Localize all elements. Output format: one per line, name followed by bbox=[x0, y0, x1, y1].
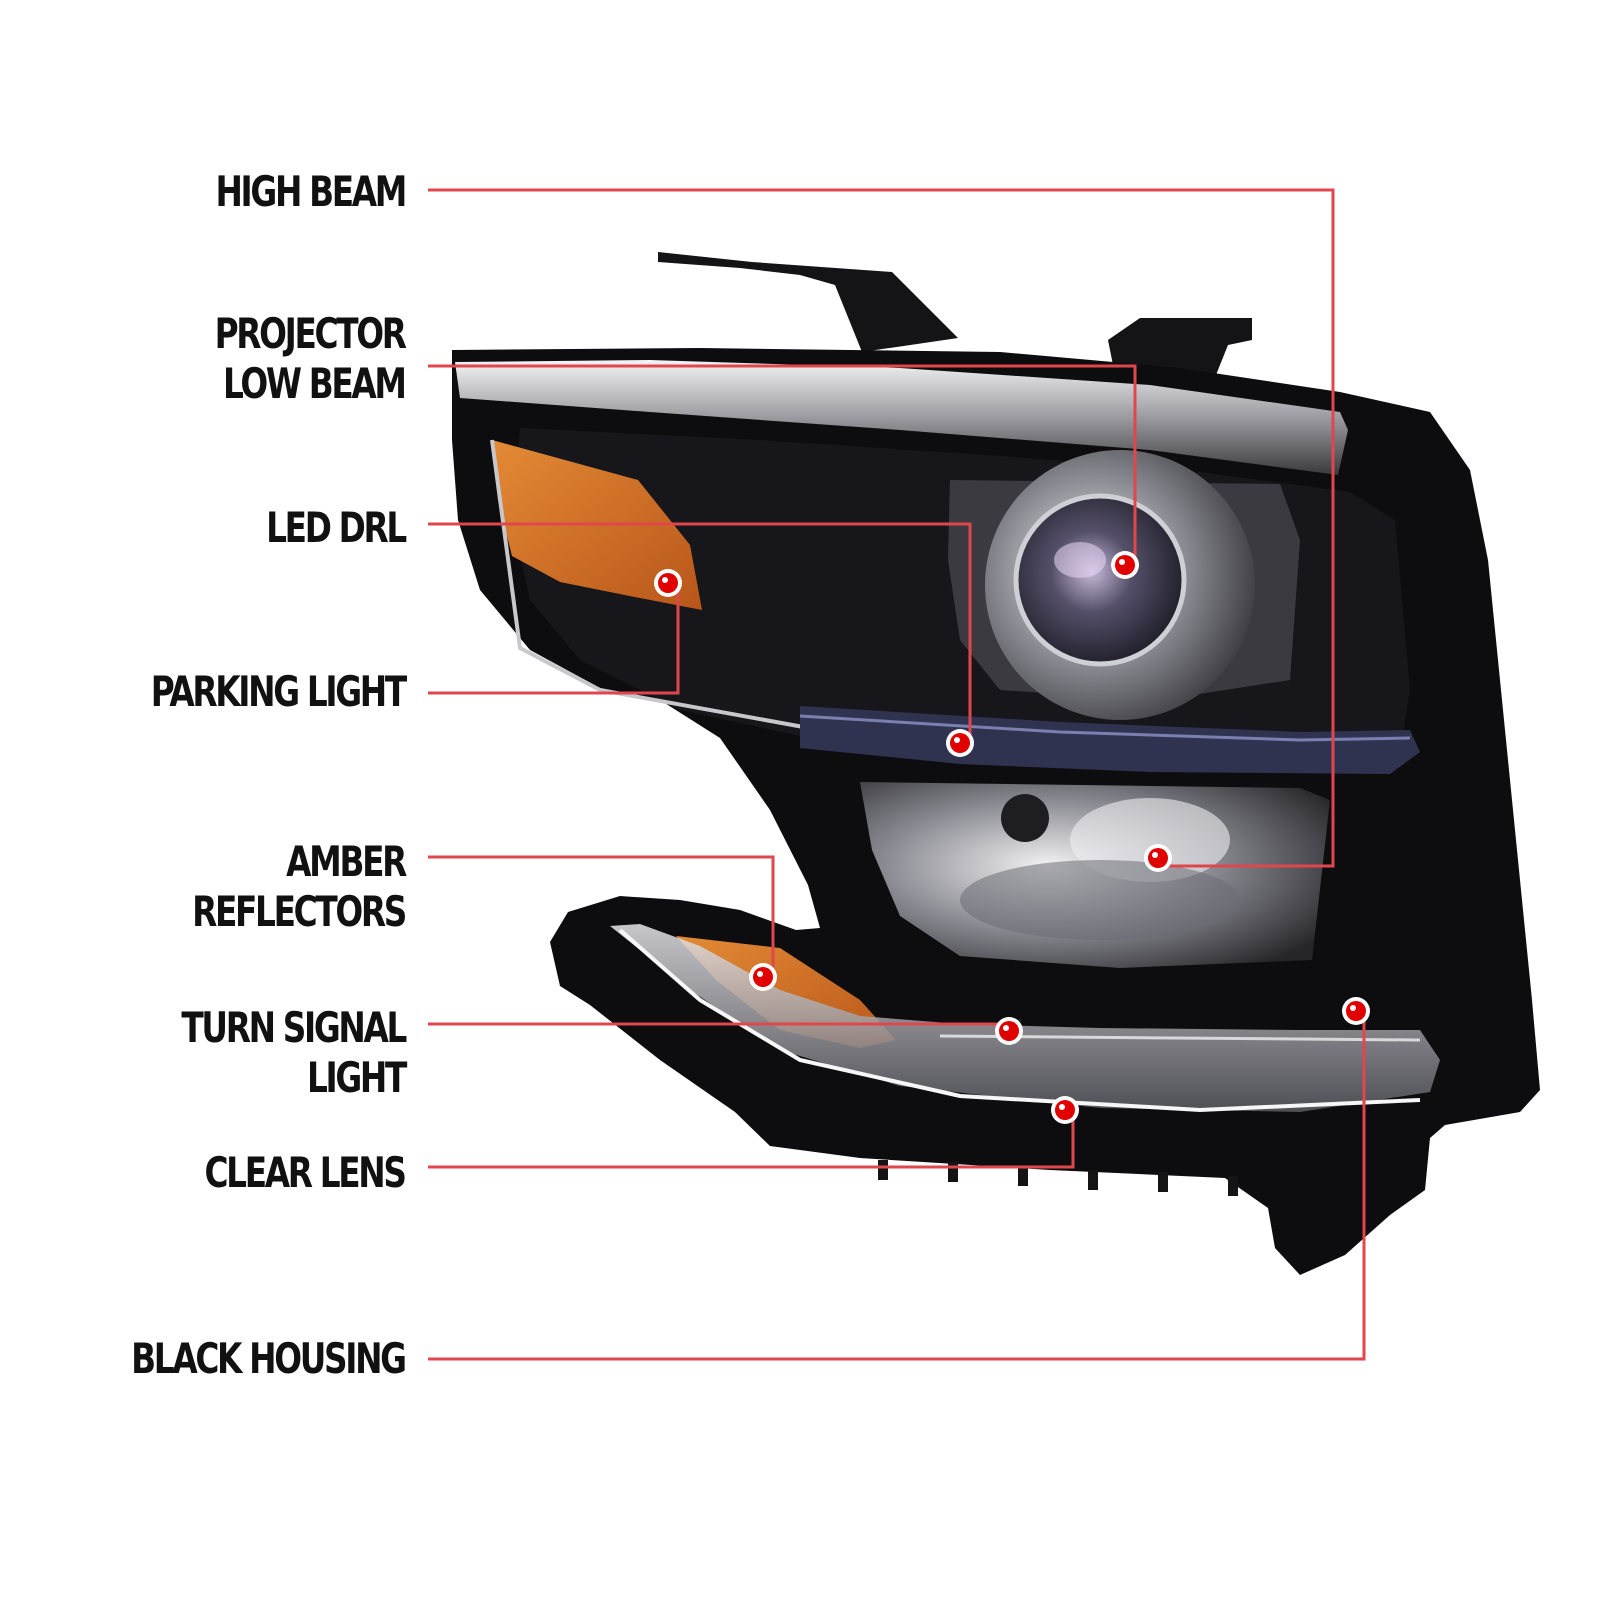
led-drl-strip bbox=[800, 706, 1420, 774]
amber-reflectors-leader-line bbox=[428, 855, 775, 977]
turn-signal-light-label: TURN SIGNAL LIGHT bbox=[181, 1003, 407, 1102]
clear-lens-marker-shine bbox=[1059, 1104, 1065, 1110]
black-housing-label: BLACK HOUSING bbox=[131, 1334, 407, 1383]
led-drl-marker-dot bbox=[950, 733, 970, 753]
parking-light-marker-dot bbox=[658, 573, 678, 593]
black-housing-leader-line bbox=[428, 1015, 1366, 1361]
clear-lens-marker-dot bbox=[1055, 1100, 1075, 1120]
amber-reflectors-marker-dot bbox=[753, 967, 773, 987]
projector-low-beam-marker-dot bbox=[1115, 555, 1135, 575]
projector-low-beam-leader-line bbox=[428, 364, 1137, 565]
mounting-tab-left bbox=[658, 252, 958, 352]
parking-light-label: PARKING LIGHT bbox=[150, 667, 408, 716]
clear-lens-strip bbox=[610, 924, 1440, 1112]
led-drl-marker-shine bbox=[954, 737, 960, 743]
callout-layer bbox=[428, 188, 1370, 1361]
black-housing-marker-shine bbox=[1350, 1005, 1356, 1011]
clear-lens-label: CLEAR LENS bbox=[204, 1148, 407, 1197]
high-beam-marker-shine bbox=[1152, 852, 1158, 858]
clear-lens-leader-line bbox=[428, 1110, 1075, 1169]
projector-low-beam-marker-shine bbox=[1119, 559, 1125, 565]
black-housing-marker-dot bbox=[1346, 1001, 1366, 1021]
chrome-top-trim bbox=[455, 360, 1348, 475]
high-beam-leader-line bbox=[428, 188, 1335, 868]
amber-reflectors-label: AMBER REFLECTORS bbox=[192, 837, 407, 936]
projector-low-beam-label: PROJECTOR LOW BEAM bbox=[214, 309, 407, 408]
parking-light-marker-shine bbox=[662, 577, 668, 583]
projector-lens bbox=[1013, 493, 1187, 667]
turn-signal-light-marker-shine bbox=[1003, 1025, 1009, 1031]
led-drl-leader-line bbox=[428, 522, 972, 743]
high-beam-label: HIGH BEAM bbox=[215, 167, 407, 216]
bottom-mounting-tabs bbox=[878, 1160, 1238, 1196]
amber-reflectors-marker-shine bbox=[757, 971, 763, 977]
high-beam-marker-dot bbox=[1148, 848, 1168, 868]
led-drl-label: LED DRL bbox=[266, 503, 407, 552]
parking-light-leader-line bbox=[428, 590, 680, 695]
turn-signal-light-marker-dot bbox=[999, 1021, 1019, 1041]
